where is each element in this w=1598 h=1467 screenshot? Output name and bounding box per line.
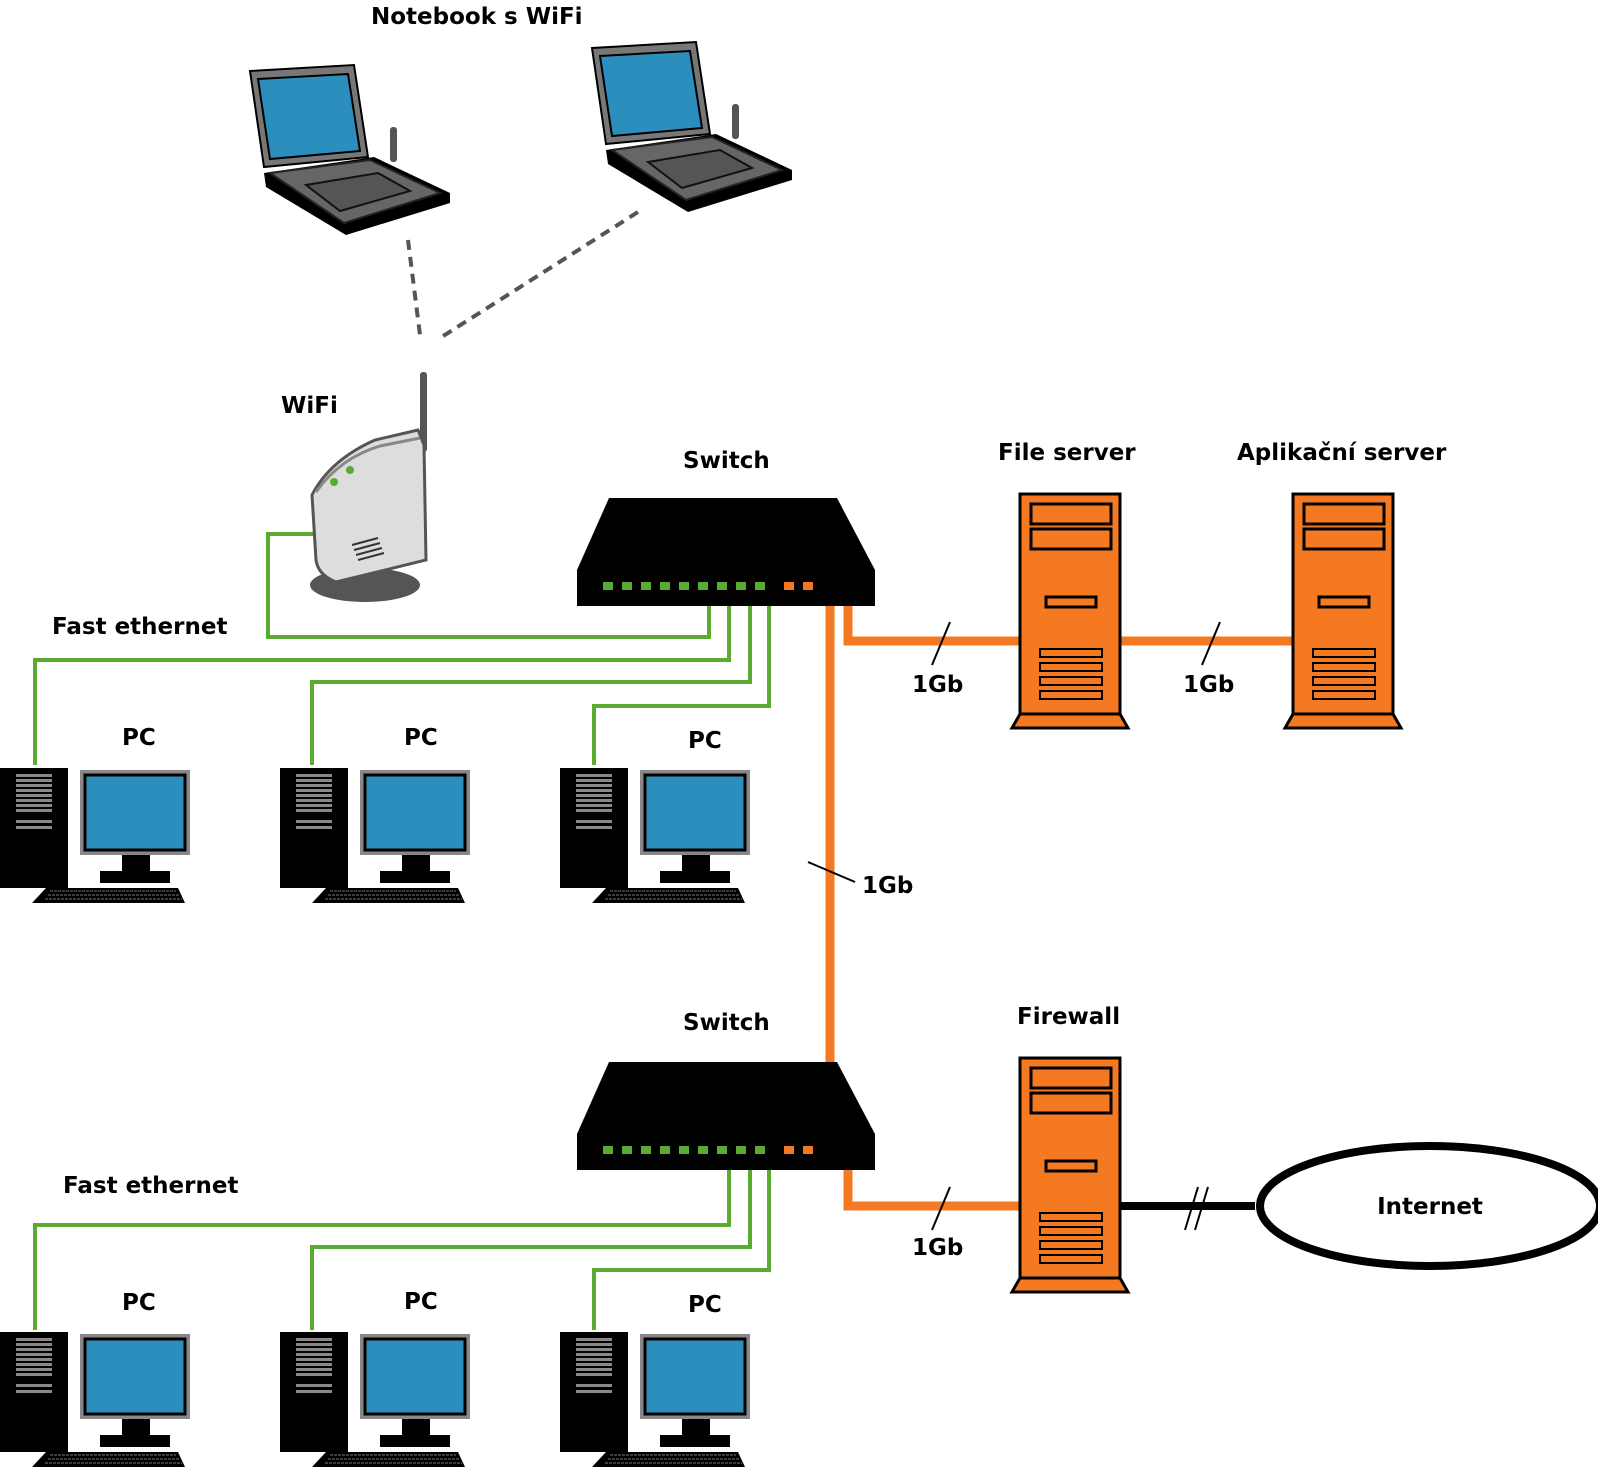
link-speed-label: 1Gb bbox=[862, 873, 913, 899]
pc-icon bbox=[278, 766, 472, 905]
firewall-label: Firewall bbox=[1017, 1004, 1120, 1030]
server-tower-icon bbox=[1010, 492, 1130, 730]
pc-icon bbox=[278, 1330, 472, 1467]
internet-label: Internet bbox=[1377, 1194, 1483, 1220]
fast-ethernet-top-label: Fast ethernet bbox=[52, 614, 227, 640]
server-tower-icon bbox=[1283, 492, 1403, 730]
laptop-icon bbox=[591, 41, 793, 213]
fast-ethernet-bottom-label: Fast ethernet bbox=[63, 1173, 238, 1199]
app-server-label: Aplikační server bbox=[1237, 440, 1447, 466]
switch-icon bbox=[577, 498, 875, 606]
fast-ethernet-links-top bbox=[33, 532, 771, 765]
switch-top-label: Switch bbox=[683, 448, 770, 474]
laptop-icon bbox=[249, 64, 451, 236]
pc-label: PC bbox=[122, 1290, 156, 1316]
pc-icon bbox=[558, 1330, 752, 1467]
link-speed-label: 1Gb bbox=[912, 1235, 963, 1261]
wifi-label: WiFi bbox=[281, 393, 338, 419]
wifi-links bbox=[406, 210, 640, 340]
notebooks-label: Notebook s WiFi bbox=[371, 4, 583, 30]
server-tower-icon bbox=[1010, 1056, 1130, 1294]
pc-label: PC bbox=[688, 728, 722, 754]
pc-icon bbox=[0, 766, 192, 905]
pc-label: PC bbox=[404, 1289, 438, 1315]
link-speed-label: 1Gb bbox=[1183, 672, 1234, 698]
internet-cloud-icon bbox=[1256, 1142, 1598, 1270]
wifi-router-icon bbox=[310, 372, 428, 602]
fast-ethernet-links-bottom bbox=[33, 1148, 771, 1330]
switch-icon bbox=[577, 1062, 875, 1170]
file-server-label: File server bbox=[998, 440, 1136, 466]
internet-link bbox=[1120, 1186, 1255, 1231]
pc-icon bbox=[0, 1330, 192, 1467]
pc-label: PC bbox=[122, 725, 156, 751]
switch-bottom-label: Switch bbox=[683, 1010, 770, 1036]
link-ticks bbox=[807, 621, 1221, 1231]
link-speed-label: 1Gb bbox=[912, 672, 963, 698]
pc-label: PC bbox=[688, 1292, 722, 1318]
pc-icon bbox=[558, 766, 752, 905]
pc-label: PC bbox=[404, 725, 438, 751]
